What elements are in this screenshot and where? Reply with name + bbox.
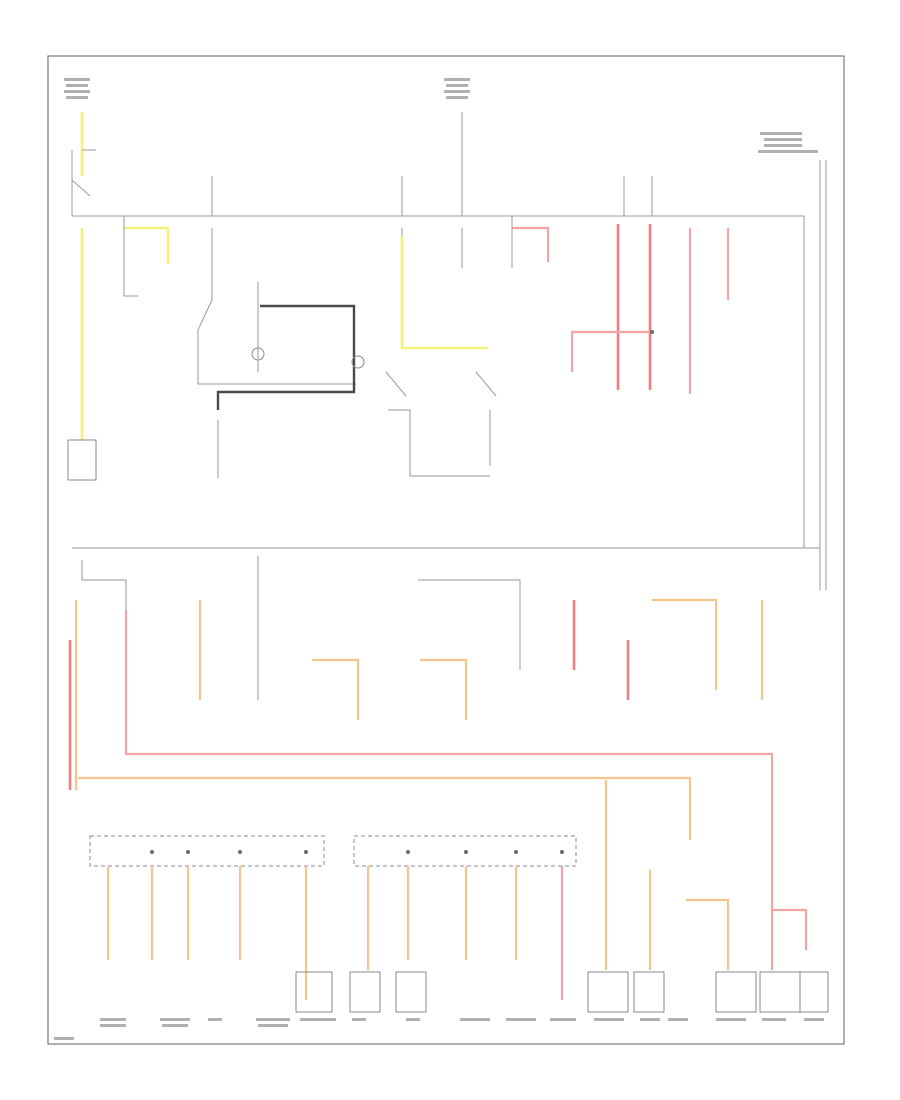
col3-left-wire (197, 228, 356, 385)
module-left (89, 835, 325, 867)
pink-cross (570, 330, 652, 372)
left-fuse-symbol (71, 179, 91, 197)
lower-drops (106, 780, 774, 1000)
right-fuses (623, 176, 653, 216)
orange-col-g (652, 598, 718, 690)
left-component-box (67, 439, 97, 481)
orange-col-d (420, 658, 468, 720)
top-center-label (444, 78, 470, 99)
branch-2-wire (123, 216, 138, 297)
upper-bus (72, 215, 820, 549)
junction-node (650, 330, 654, 334)
top-left-label (64, 78, 90, 99)
center-pink-branch (512, 226, 550, 262)
orange-lower-bus (78, 776, 692, 840)
bottom-labels (100, 1018, 824, 1027)
diagram-frame (47, 55, 845, 1045)
left-fuse-stub (71, 149, 96, 216)
center-switches (385, 371, 497, 477)
module-nodes (150, 850, 564, 854)
center-yellow (400, 236, 488, 350)
top-right-label (758, 132, 818, 153)
bottom-components (295, 971, 829, 1013)
col-e (418, 579, 521, 670)
col3-lamp (351, 355, 365, 369)
yellow-branch-2 (124, 226, 170, 264)
orange-col-c (312, 658, 360, 720)
pink-lower-loop (124, 610, 808, 950)
lower-left-feed (81, 560, 127, 620)
dark-loop (216, 304, 356, 410)
page-tag (54, 1037, 74, 1040)
col3-motor (251, 347, 265, 361)
